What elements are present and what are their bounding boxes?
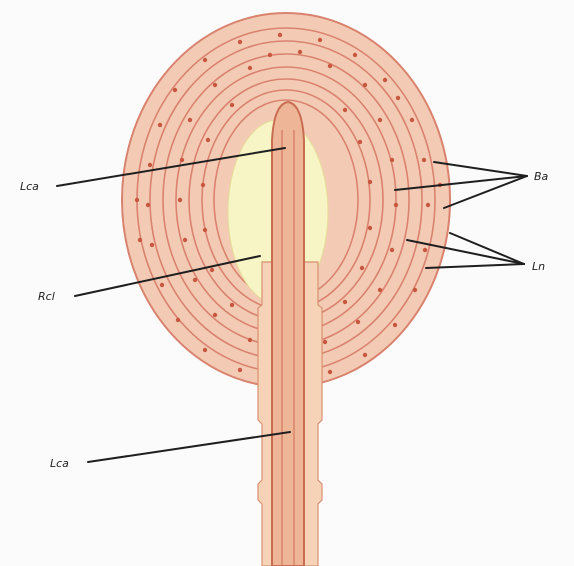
pointer-left-bottom	[88, 432, 290, 462]
pointer-right-bottom-a	[450, 233, 524, 264]
label-right-bottom: Ln	[532, 260, 545, 273]
label-left-top: Lca	[20, 180, 39, 193]
label-left-bottom: Lca	[50, 457, 69, 470]
label-right-top: Ba	[534, 170, 549, 183]
label-left-mid: Rcl	[38, 290, 55, 303]
axon-terminal	[272, 102, 304, 566]
